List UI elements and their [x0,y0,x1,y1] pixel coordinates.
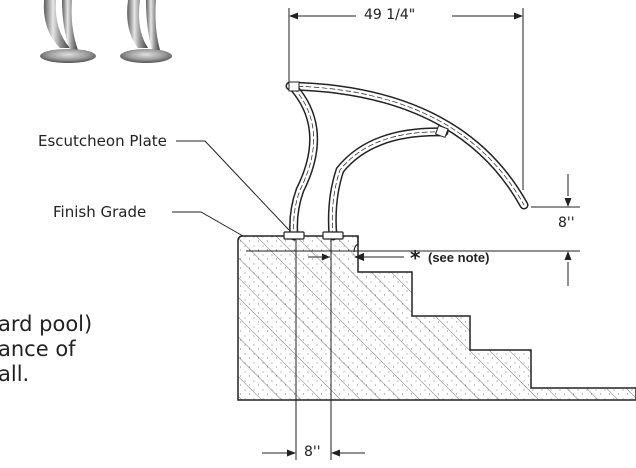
height-dimension-label: 8'' [558,215,575,231]
note-text-line-3: all. [0,362,30,386]
pool-step-section-icon [237,235,636,401]
see-note-label: (see note) [428,250,490,265]
width-dimension-label: 49 1/4" [364,7,416,23]
note-text-line-2: ance of [0,337,76,361]
dimension-lines [172,8,580,460]
stainless-rail-photo-icon [40,0,172,63]
note-asterisk: * [410,246,421,270]
note-text-line-1: ard pool) [0,312,93,336]
finish-grade-label: Finish Grade [53,203,147,221]
offset-dimension-label: 8'' [304,444,321,460]
escutcheon-plates [283,231,344,240]
escutcheon-plate-label: Escutcheon Plate [38,132,167,150]
handrail [285,81,529,241]
